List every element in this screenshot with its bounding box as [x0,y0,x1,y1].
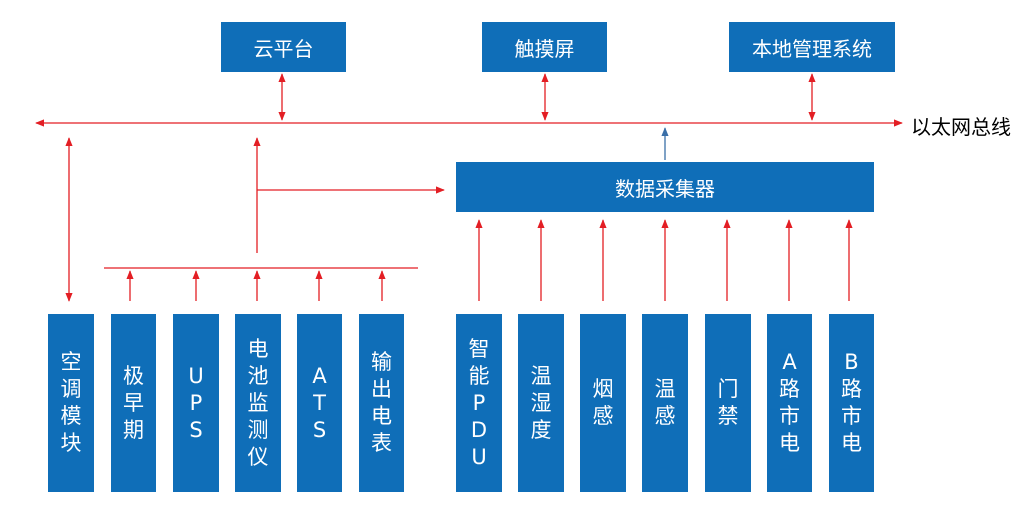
local-management-box: 本地管理系统 [729,22,895,72]
device-output-meter: 输出电表 [359,314,404,492]
device-label: 门禁 [717,377,739,428]
device-early-warning: 极早期 [111,314,156,492]
device-temp-sensor: 温感 [642,314,688,492]
ethernet-bus-label: 以太网总线 [911,115,1011,139]
device-label: 温湿度 [530,363,552,442]
device-label: 电池监测仪 [247,336,269,469]
device-label: 极早期 [123,363,144,442]
device-ac-module: 空调模块 [48,314,94,492]
device-label: 空调模块 [60,350,82,455]
device-label: 输出电表 [371,350,392,455]
device-battery-monitor: 电池监测仪 [235,314,281,492]
device-smoke-sensor: 烟感 [580,314,626,492]
local-management-label: 本地管理系统 [752,36,872,61]
touchscreen-box: 触摸屏 [482,22,607,72]
cloud-platform-label: 云平台 [253,36,314,61]
device-access-control: 门禁 [705,314,751,492]
data-collector-box: 数据采集器 [456,162,874,212]
cloud-platform-box: 云平台 [221,22,346,72]
device-temp-humidity: 温湿度 [518,314,564,492]
touchscreen-label: 触摸屏 [514,36,575,61]
device-label: 烟感 [592,377,614,428]
device-label: 温感 [654,377,676,428]
data-collector-label: 数据采集器 [615,176,715,201]
